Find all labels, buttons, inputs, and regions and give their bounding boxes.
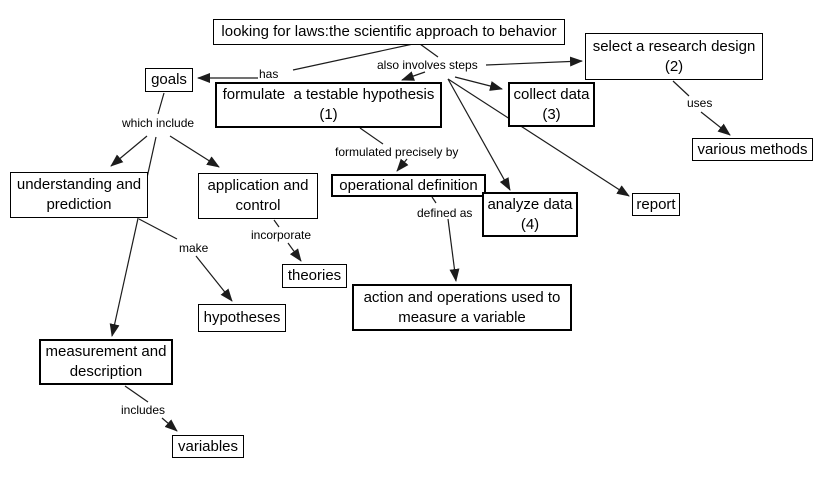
node-hypotheses-label: hypotheses xyxy=(203,309,281,326)
edge-make-to-hypotheses xyxy=(195,255,233,302)
node-title: looking for laws:the scientific approach… xyxy=(213,19,565,45)
node-goals-label: goals xyxy=(151,71,187,88)
node-operational-definition-label: operational definition xyxy=(339,176,478,194)
edge-steps-to-formulate xyxy=(401,71,426,81)
node-application-control: application and control xyxy=(198,173,318,219)
node-measurement-description: measurement and description xyxy=(39,339,173,385)
node-analyze-data: analyze data (4) xyxy=(482,192,578,237)
node-application-control-line2: control xyxy=(235,197,281,214)
node-action-operations-line1: action and operations used to xyxy=(363,288,561,306)
node-select-research-design-line2: (2) xyxy=(664,57,684,75)
node-collect-data-line1: collect data xyxy=(513,85,590,103)
edge-opdef-to-definedas xyxy=(431,196,437,204)
node-collect-data-line2: (3) xyxy=(542,105,561,123)
edge-understanding-to-make xyxy=(138,218,178,240)
node-report: report xyxy=(632,193,680,216)
edge-uses-to-various-methods xyxy=(700,111,731,136)
node-theories-label: theories xyxy=(287,267,342,284)
edge-steps-to-collect-data xyxy=(454,76,503,91)
node-understanding-prediction: understanding and prediction xyxy=(10,172,148,218)
node-theories: theories xyxy=(282,264,347,288)
edge-steps-to-analyze-data xyxy=(447,78,511,191)
edge-goals-to-which-include xyxy=(157,92,165,115)
edge-includes-to-variables xyxy=(161,417,178,432)
edge-label-formulated-precisely-by: formulated precisely by xyxy=(335,145,459,159)
node-formulate-hypothesis: formulate a testable hypothesis (1) xyxy=(215,82,442,128)
edge-incorporate-to-theories xyxy=(287,242,302,262)
node-analyze-data-line2: (4) xyxy=(520,215,540,233)
node-action-operations: action and operations used to measure a … xyxy=(352,284,572,331)
edge-label-make: make xyxy=(179,241,209,255)
node-various-methods-label: various methods xyxy=(697,140,808,158)
node-variables: variables xyxy=(172,435,244,458)
edge-which-to-measurement xyxy=(109,136,157,337)
edge-steps-to-report xyxy=(447,78,630,197)
edge-top-to-has xyxy=(292,43,414,71)
edge-label-which-include: which include xyxy=(122,116,195,130)
node-goals: goals xyxy=(145,68,193,92)
node-understanding-prediction-line2: prediction xyxy=(46,196,112,213)
node-understanding-prediction-line1: understanding and xyxy=(16,176,142,193)
node-select-research-design-line1: select a research design xyxy=(592,37,756,55)
edge-precisely-to-opdef xyxy=(396,158,409,172)
node-collect-data: collect data (3) xyxy=(508,82,595,127)
node-title-label: looking for laws:the scientific approach… xyxy=(221,23,557,40)
edge-measurement-to-includes xyxy=(124,385,149,403)
node-various-methods: various methods xyxy=(692,138,813,161)
node-select-research-design: select a research design (2) xyxy=(585,33,763,80)
node-formulate-hypothesis-line1: formulate a testable hypothesis xyxy=(222,86,435,103)
node-report-label: report xyxy=(636,195,676,213)
node-application-control-line1: application and xyxy=(207,177,309,194)
edge-definedas-to-action xyxy=(447,218,460,282)
node-analyze-data-line1: analyze data xyxy=(487,195,573,213)
node-action-operations-line2: measure a variable xyxy=(398,308,526,326)
edge-select-to-uses xyxy=(672,80,690,97)
node-formulate-hypothesis-line2: (1) xyxy=(319,106,338,123)
node-measurement-description-line1: measurement and xyxy=(45,343,167,360)
edge-application-to-incorporate xyxy=(273,219,280,228)
edge-label-uses: uses xyxy=(687,96,713,110)
edge-formulate-to-precisely xyxy=(359,127,384,145)
edge-label-incorporate: incorporate xyxy=(251,228,312,242)
edge-label-defined-as: defined as xyxy=(417,206,473,220)
edge-top-to-steps xyxy=(419,43,439,58)
node-variables-label: variables xyxy=(177,437,239,455)
edge-which-to-understanding xyxy=(110,135,148,167)
node-operational-definition: operational definition xyxy=(331,174,486,197)
edge-which-to-application xyxy=(169,135,220,168)
node-measurement-description-line2: description xyxy=(69,363,143,380)
edge-label-includes: includes xyxy=(121,403,166,417)
edge-label-has: has xyxy=(259,67,279,81)
node-hypotheses: hypotheses xyxy=(198,304,286,332)
edge-steps-to-select-design xyxy=(485,56,583,67)
edge-label-also-involves-steps: also involves steps xyxy=(377,58,478,72)
